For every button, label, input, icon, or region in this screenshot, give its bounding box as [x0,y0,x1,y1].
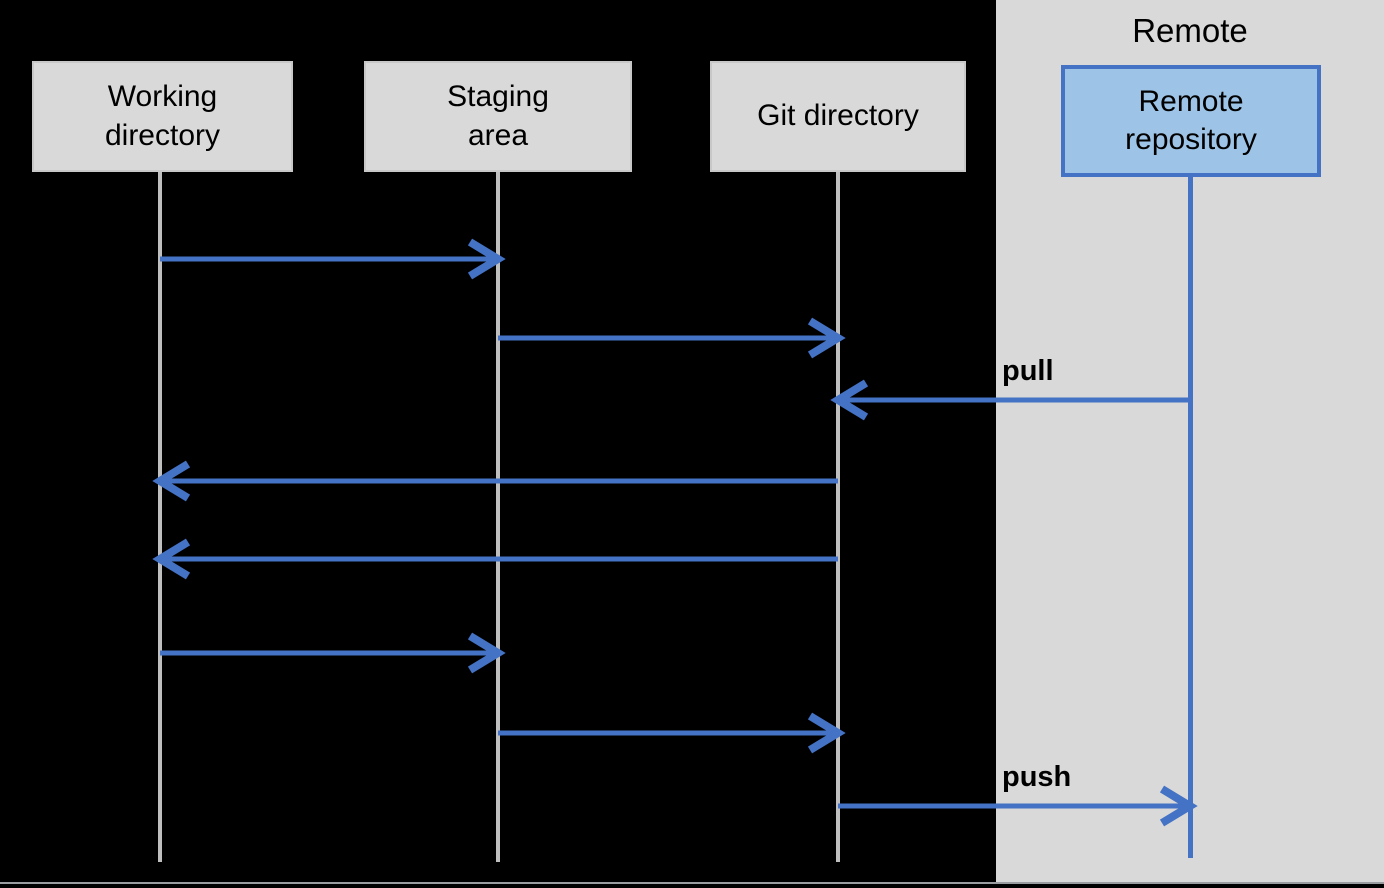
actor-box-git-directory: Git directory [710,61,966,172]
actor-label-staging-area: Staging area [447,80,549,152]
actor-box-staging-area: Staging area [364,61,632,172]
remote-panel-title: Remote [1132,12,1248,49]
actor-label-remote-repository: Remote repository [1125,84,1257,156]
lifeline-git-directory [836,172,840,862]
actor-label-working-directory: Working directory [104,80,221,152]
actor-label-git-directory: Git directory [757,99,919,133]
actor-box-remote-repository: Remote repository [1061,65,1321,177]
lifeline-working-directory [158,172,162,862]
message-arrow [498,712,846,754]
message-arrow [498,317,846,359]
message-arrow [160,632,506,674]
actor-box-working-directory: Working directory [32,61,293,172]
message-arrow [160,238,506,280]
message-label-pull: pull [1002,355,1054,387]
lifeline-staging-area [496,172,500,862]
lifeline-remote-repository [1188,177,1193,858]
bottom-edge-rule [0,882,1384,884]
message-label-push: push [1002,761,1072,793]
